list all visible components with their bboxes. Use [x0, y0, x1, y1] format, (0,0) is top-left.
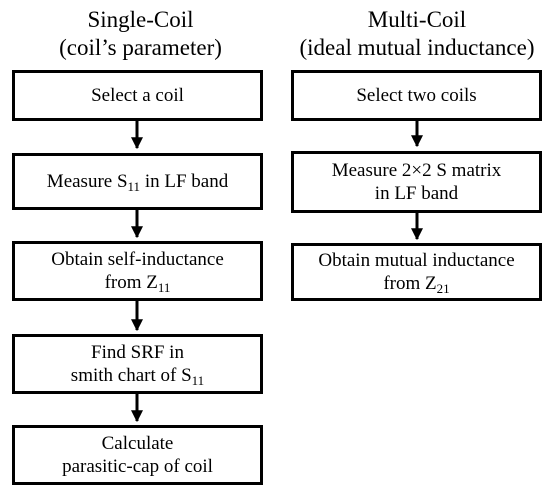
step-obtain-mutual-inductance-line1: Obtain mutual inductance — [318, 250, 515, 271]
step-measure-s-matrix-line1: Measure 2×2 S matrix — [331, 160, 502, 181]
step-obtain-self-inductance: Obtain self-inductance from Z11 — [12, 241, 263, 301]
step-measure-s11-text: Measure S — [46, 171, 128, 192]
step-measure-s11: Measure S11 in LF band — [12, 153, 263, 210]
single-coil-title: Single-Coil (coil’s parameter) — [8, 6, 273, 62]
step-measure-s-matrix-line2: in LF band — [374, 183, 459, 204]
step-calculate-parasitic-cap: Calculate parasitic-cap of coil — [12, 425, 263, 485]
step-calculate-line1: Calculate — [101, 433, 174, 454]
single-coil-title-line1: Single-Coil — [87, 7, 194, 32]
step-select-two-coils: Select two coils — [291, 70, 542, 121]
step-obtain-mutual-inductance: Obtain mutual inductance from Z21 — [291, 243, 542, 301]
single-coil-title-line2: (coil’s parameter) — [59, 35, 222, 60]
step-obtain-mutual-inductance-subscript: 21 — [436, 281, 450, 296]
step-measure-s-matrix: Measure 2×2 S matrix in LF band — [291, 151, 542, 213]
step-obtain-self-inductance-line2: from Z — [104, 272, 158, 293]
step-obtain-self-inductance-line1: Obtain self-inductance — [51, 249, 224, 270]
step-select-coil: Select a coil — [12, 70, 263, 121]
step-find-srf-subscript: 11 — [191, 373, 205, 388]
step-obtain-mutual-inductance-line2: from Z — [383, 273, 437, 294]
step-select-two-coils-text: Select two coils — [356, 85, 477, 106]
step-select-coil-text: Select a coil — [91, 85, 184, 106]
step-measure-s11-subscript: 11 — [127, 179, 141, 194]
step-find-srf-line1: Find SRF in — [91, 342, 184, 363]
step-calculate-line2: parasitic-cap of coil — [62, 456, 213, 477]
step-find-srf: Find SRF in smith chart of S11 — [12, 334, 263, 394]
step-obtain-self-inductance-subscript: 11 — [157, 280, 171, 295]
multi-coil-title: Multi-Coil (ideal mutual inductance) — [286, 6, 548, 62]
step-find-srf-line2: smith chart of S — [70, 365, 192, 386]
multi-coil-title-line2: (ideal mutual inductance) — [299, 35, 535, 60]
multi-coil-title-line1: Multi-Coil — [367, 7, 467, 32]
step-measure-s11-band: in LF band — [140, 171, 229, 192]
